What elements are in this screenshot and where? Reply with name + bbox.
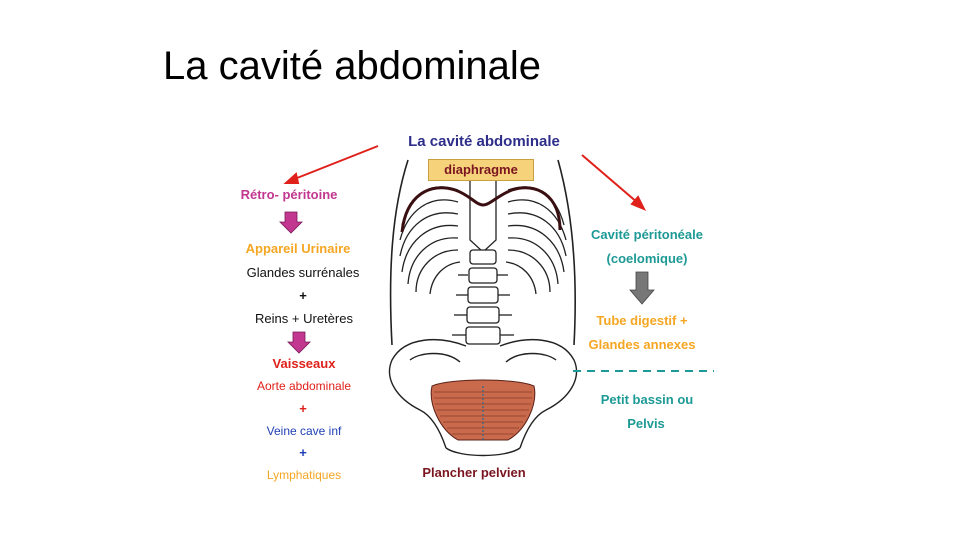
pelvic-floor-muscles [430, 379, 536, 441]
plus-sign: + [299, 288, 307, 303]
pelvic-floor-label: Plancher pelvien [422, 465, 526, 480]
plus-sign: + [299, 401, 307, 416]
pelvis [388, 338, 578, 457]
kidneys-ureters-label: Reins + Uretères [255, 311, 353, 326]
abdominal-aorta-label: Aorte abdominale [256, 379, 352, 393]
lesser-pelvis-label: Petit bassin ou [600, 392, 694, 407]
arrow-to-peritoneal-cavity [581, 154, 647, 211]
diagram-heading: La cavité abdominale [408, 133, 560, 150]
diaphragm-label: diaphragme [428, 159, 534, 181]
arrow-to-retroperitoneum [283, 145, 379, 184]
coelomic-label: (coelomique) [606, 251, 688, 266]
plus-sign: + [299, 445, 307, 460]
digestive-tract-label: Tube digestif + [596, 313, 688, 328]
peritoneal-cavity-label: Cavité péritonéale [591, 227, 703, 242]
pelvis-label: Pelvis [627, 416, 665, 431]
urinary-system-label: Appareil Urinaire [245, 241, 351, 256]
retroperitoneum-label: Rétro- péritoine [240, 187, 338, 202]
left-arrow-1 [279, 211, 303, 234]
diaphragm-line [400, 186, 562, 233]
vessels-label: Vaisseaux [272, 356, 336, 371]
page-title: La cavité abdominale [163, 44, 542, 88]
spine [452, 249, 514, 345]
annex-glands-label: Glandes annexes [588, 337, 696, 352]
left-arrow-2 [287, 331, 311, 354]
torso-outline [389, 159, 577, 346]
vena-cava-label: Veine cave inf [266, 424, 342, 438]
right-arrow [629, 271, 655, 305]
lymphatics-label: Lymphatiques [266, 468, 342, 482]
adrenal-glands-label: Glandes surrénales [246, 265, 360, 280]
